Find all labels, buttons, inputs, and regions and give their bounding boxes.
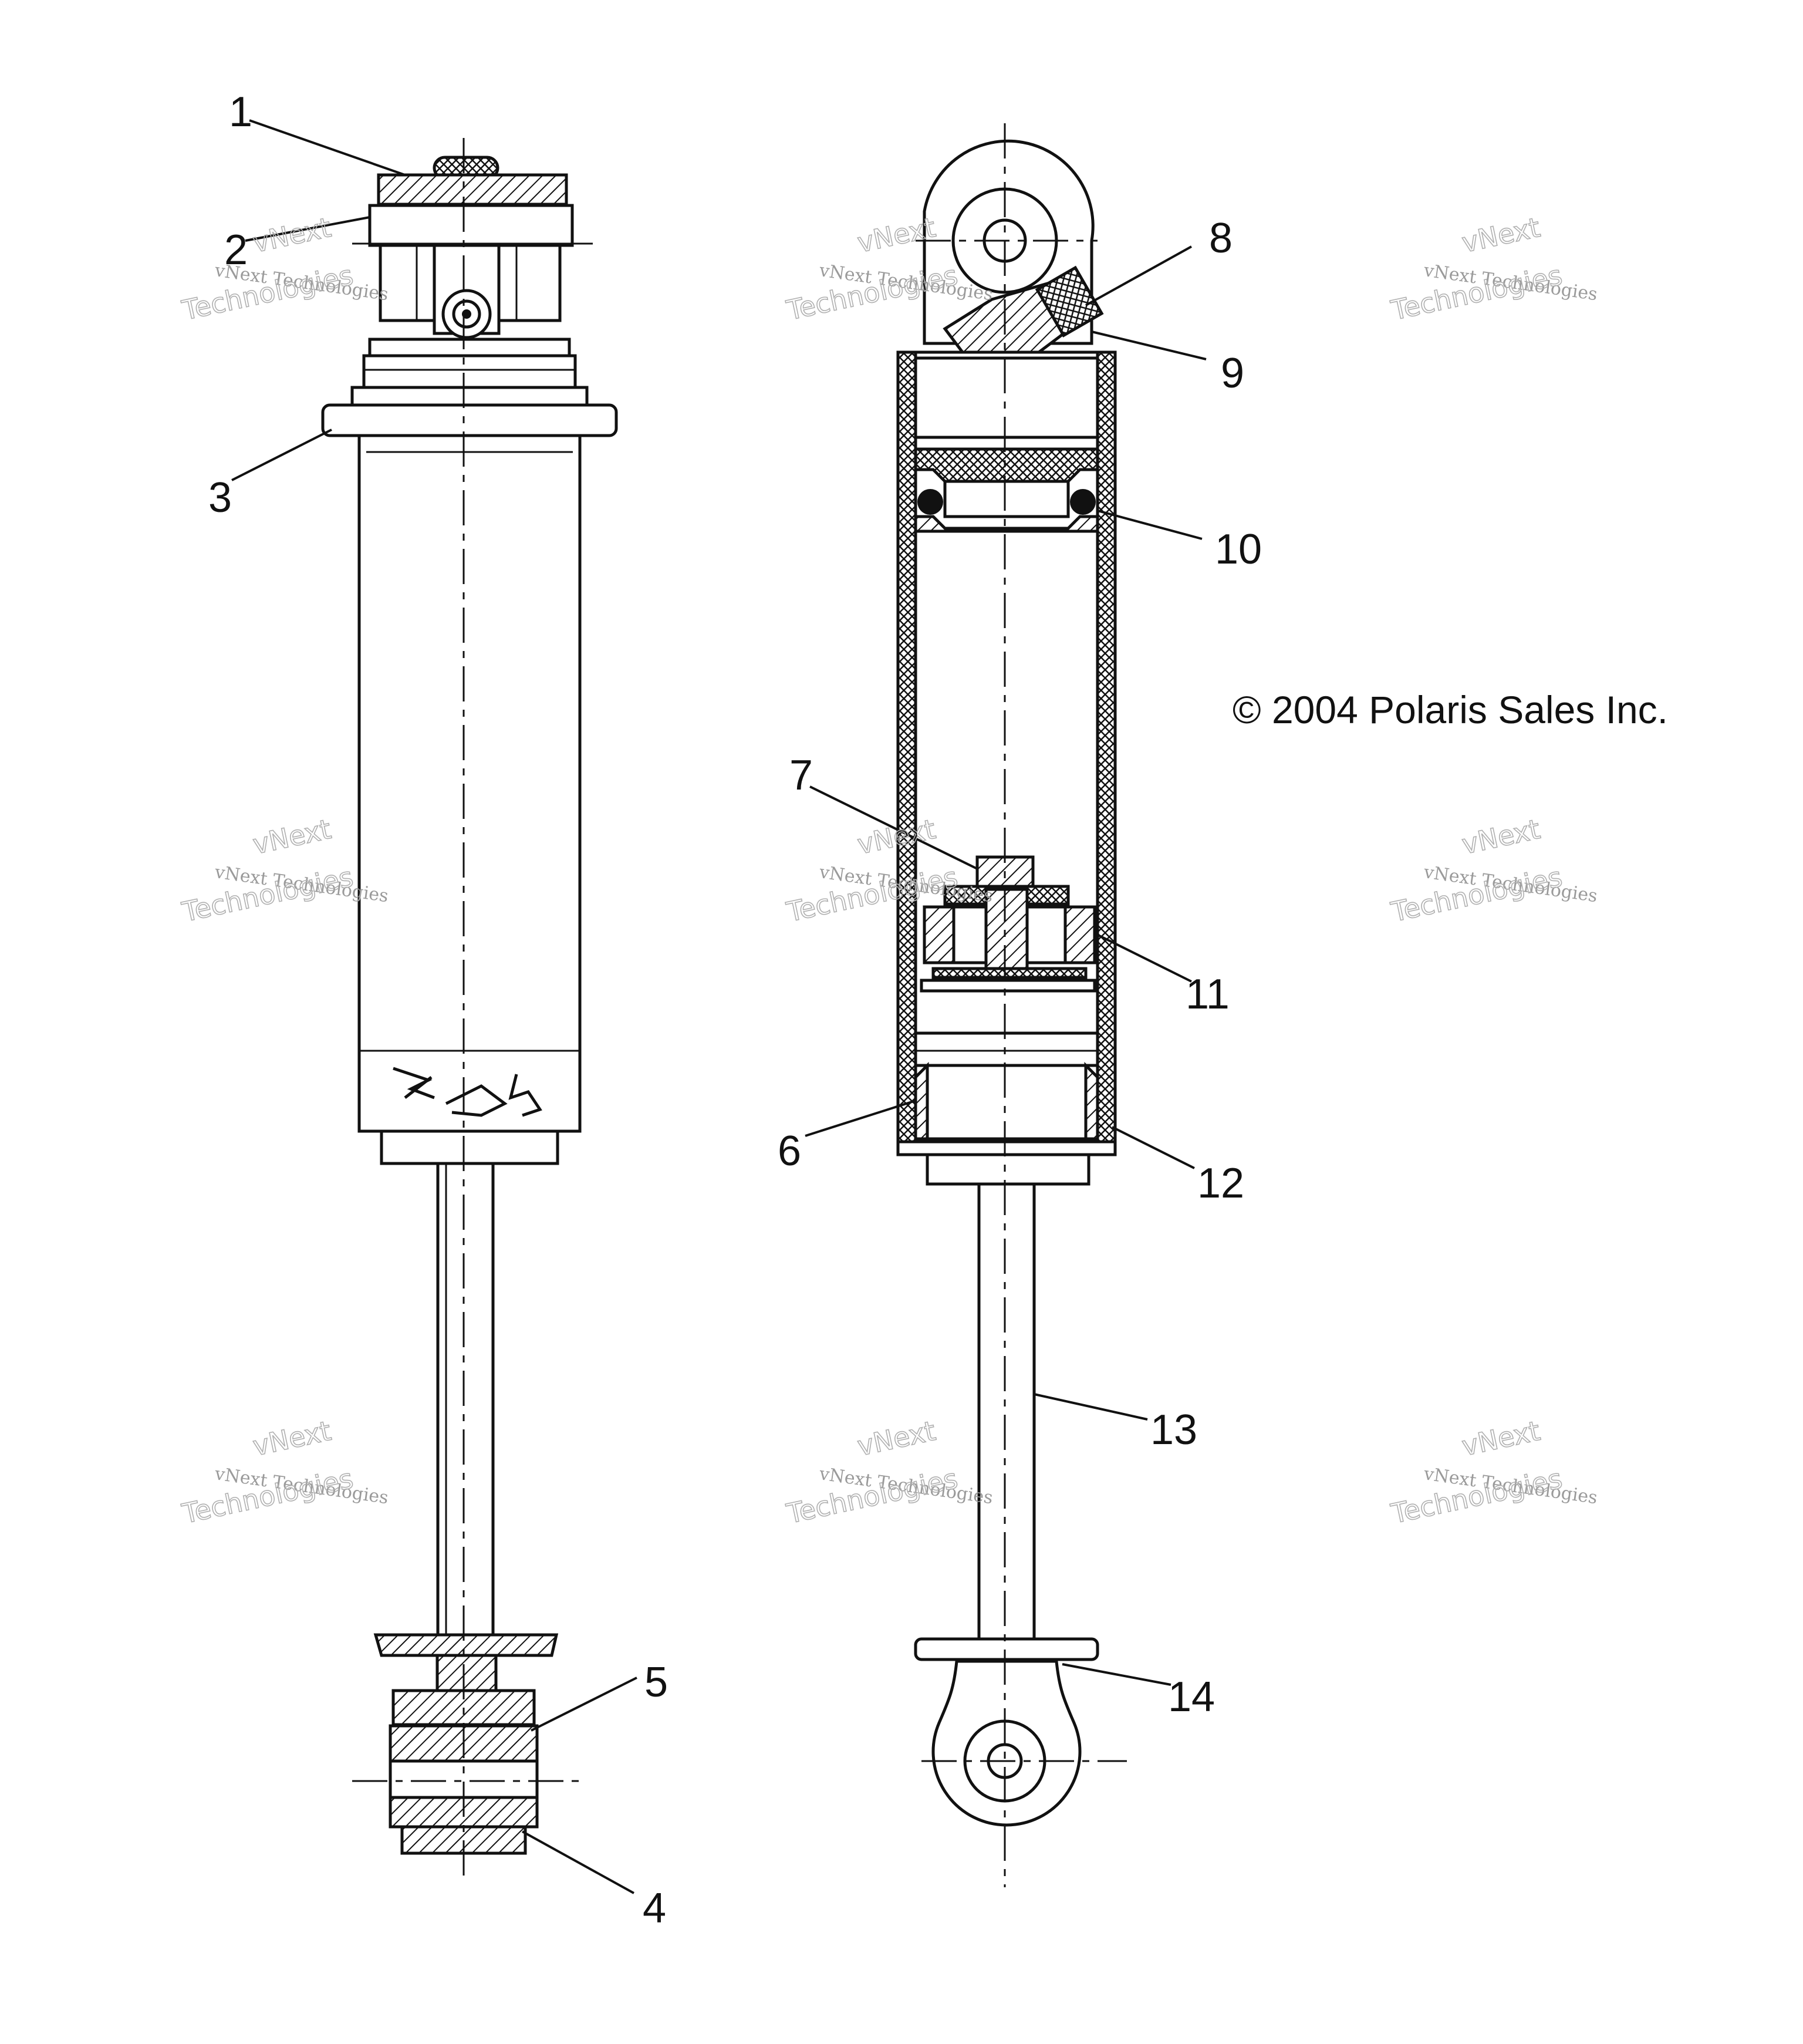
svg-text:vNext: vNext	[855, 1415, 938, 1462]
collar-nut	[321, 403, 618, 437]
brand-logo	[393, 1067, 542, 1117]
callout-13: 13	[1150, 1406, 1197, 1453]
svg-text:vNext: vNext	[250, 211, 334, 259]
callout-6: 6	[778, 1128, 801, 1175]
seal-head	[914, 1064, 1099, 1141]
lower-section-eyelet	[931, 1660, 1082, 1827]
end-cap	[926, 1153, 1090, 1186]
watermark: vNext vNext Technologies Technologies	[1387, 812, 1599, 929]
bumper-stop	[373, 1633, 559, 1657]
watermark: vNext vNext Technologies Technologies	[178, 211, 390, 327]
callout-11: 11	[1186, 971, 1230, 1018]
callout-3: 3	[208, 474, 232, 521]
svg-text:vNext: vNext	[1459, 813, 1543, 861]
callout-8: 8	[1209, 215, 1233, 262]
callout-5: 5	[644, 1659, 668, 1706]
piston-shaft	[436, 1162, 495, 1658]
watermark: vNext vNext Technologies Technologies	[1387, 1414, 1599, 1530]
svg-text:vNext: vNext	[250, 813, 334, 861]
copyright-text: © 2004 Polaris Sales Inc.	[1233, 688, 1668, 731]
watermark: vNext vNext Technologies Technologies	[783, 1414, 994, 1530]
svg-text:vNext: vNext	[250, 1415, 334, 1462]
valve-head	[368, 204, 574, 247]
callout-1: 1	[229, 89, 252, 136]
shock-section-view	[896, 123, 1127, 1887]
reservoir-cap	[377, 173, 568, 206]
callout-2: 2	[224, 227, 248, 274]
o-ring	[917, 489, 943, 515]
callout-10: 10	[1215, 526, 1262, 573]
callout-7: 7	[789, 752, 813, 799]
callouts: 1 2 3 4 5 6 7 8 9 10 11 12 13 14	[208, 89, 1262, 1932]
callout-9: 9	[1221, 350, 1244, 397]
watermark: vNext vNext Technologies Technologies	[1387, 211, 1599, 327]
svg-text:vNext: vNext	[1459, 1415, 1543, 1462]
shock-body	[357, 434, 582, 1133]
watermark: vNext vNext Technologies Technologies	[178, 1414, 390, 1530]
section-shaft	[977, 1182, 1036, 1644]
shock-external-view	[321, 138, 618, 1878]
callout-14: 14	[1168, 1674, 1215, 1721]
bleed-fitting	[1035, 265, 1104, 338]
callout-4: 4	[643, 1885, 666, 1932]
callout-12: 12	[1197, 1160, 1244, 1207]
svg-text:vNext: vNext	[1459, 211, 1543, 259]
leader-lines	[231, 119, 1207, 1894]
